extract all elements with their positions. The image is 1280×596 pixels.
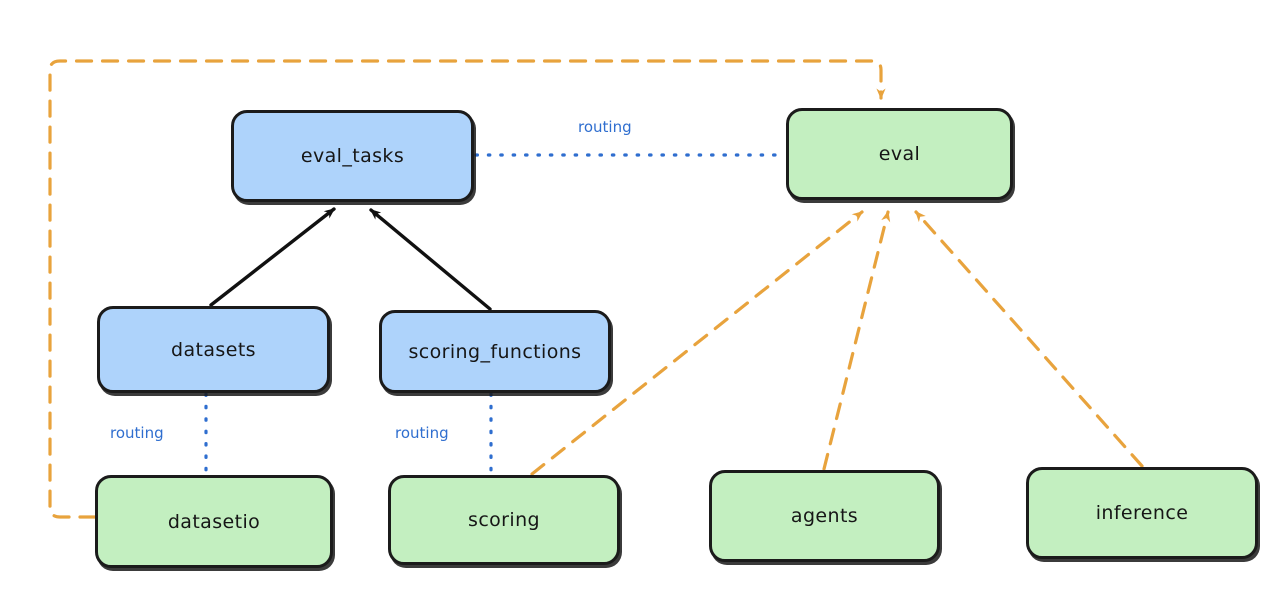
node-label-agents: agents [790,505,859,527]
node-label-inference: inference [1095,502,1189,524]
edge-datasets-to-eval-tasks [209,207,336,307]
node-label-eval: eval [878,143,921,165]
node-datasetio[interactable]: datasetio [95,475,333,568]
node-inference[interactable]: inference [1026,467,1258,559]
node-label-scoring: scoring [468,509,540,531]
node-agents[interactable]: agents [709,470,940,562]
node-label-datasets: datasets [171,338,256,361]
edge-agents-to-eval [822,210,891,471]
edge-inference-to-eval [914,210,1144,468]
edge-label-routing-eval-tasks-eval: routing [578,118,632,136]
node-label-scoring-functions: scoring_functions [408,340,582,363]
edge-label-routing-scoring-functions-scoring: routing [395,424,449,442]
node-eval-tasks[interactable]: eval_tasks [231,110,474,202]
node-eval[interactable]: eval [786,108,1013,200]
edge-label-routing-datasets-datasetio: routing [110,424,164,442]
edge-scoring-functions-to-eval-tasks [369,208,492,311]
node-label-datasetio: datasetio [167,510,261,533]
node-scoring-functions[interactable]: scoring_functions [379,310,611,393]
node-label-eval-tasks: eval_tasks [300,145,405,167]
node-scoring[interactable]: scoring [388,475,620,565]
node-datasets[interactable]: datasets [97,306,330,393]
